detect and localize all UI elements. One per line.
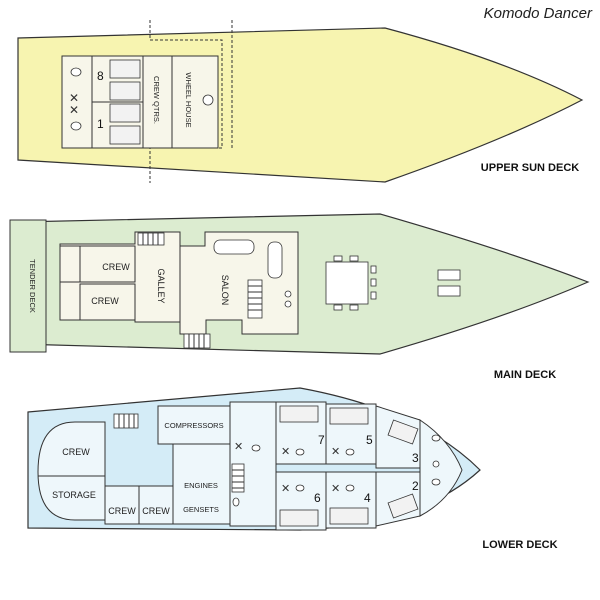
bed-icon xyxy=(279,509,319,527)
lower-deck: CREW STORAGE CREW CREW COMPRESSORS ENGIN… xyxy=(27,387,558,551)
upper-deck: ✕ ✕ 8 1 CREW QTRS. WHEEL HOUSE UPPER SUN… xyxy=(17,20,584,183)
toilet-icon xyxy=(431,478,441,486)
salon-label: SALON xyxy=(220,275,230,306)
stairs-icon xyxy=(137,232,165,246)
crew-qtrs-label: CREW QTRS. xyxy=(152,76,161,124)
toilet-icon xyxy=(295,484,305,492)
crew-bathroom xyxy=(59,245,81,283)
helm-wheel-icon xyxy=(202,94,214,106)
toilet-icon xyxy=(431,434,441,442)
sink-icon: ✕ xyxy=(281,446,290,458)
toilet-icon xyxy=(345,448,355,456)
cabin-number: 4 xyxy=(364,491,371,505)
galley-label: GALLEY xyxy=(156,268,166,303)
cabin-number: 8 xyxy=(97,69,104,83)
stairs-icon xyxy=(247,279,263,319)
hatch-icon xyxy=(437,285,461,297)
crew-label: CREW xyxy=(62,447,90,457)
crew-label: CREW xyxy=(108,506,136,516)
lower-deck-title: LOWER DECK xyxy=(482,539,557,551)
cabin-number: 7 xyxy=(318,433,325,447)
toilet-icon xyxy=(232,497,240,507)
chair-icon xyxy=(284,290,292,298)
sofa-icon xyxy=(213,239,255,255)
aft-crew-storage xyxy=(37,421,106,521)
tender-deck-label: TENDER DECK xyxy=(28,259,37,313)
gensets-label: GENSETS xyxy=(183,505,219,514)
ship-title: Komodo Dancer xyxy=(484,5,593,22)
crew-cabin xyxy=(79,283,136,321)
toilet-icon xyxy=(432,460,440,468)
toilet-icon xyxy=(251,444,261,452)
toilet-icon xyxy=(70,67,82,77)
sink-icon: ✕ xyxy=(331,446,340,458)
sink-icon: ✕ xyxy=(234,441,243,453)
crew-cabin xyxy=(138,485,174,525)
compressors-room xyxy=(157,405,231,445)
bed-icon xyxy=(387,493,419,519)
stairs-icon xyxy=(113,413,139,429)
dining-table-icon xyxy=(325,255,377,311)
cabin-number: 2 xyxy=(412,479,419,493)
cabin-number: 6 xyxy=(314,491,321,505)
bed-icon xyxy=(279,405,319,423)
bed-icon xyxy=(329,507,369,525)
wheel-house-label: WHEEL HOUSE xyxy=(184,72,193,127)
storage-label: STORAGE xyxy=(52,490,96,500)
toilet-icon xyxy=(70,121,82,131)
cabin-number: 3 xyxy=(412,451,419,465)
toilet-icon xyxy=(345,484,355,492)
main-deck-title: MAIN DECK xyxy=(494,369,556,381)
bunk-bed xyxy=(109,103,141,123)
crew-label: CREW xyxy=(142,506,170,516)
sofa-icon xyxy=(267,241,283,279)
crew-label: CREW xyxy=(102,262,130,272)
bed-icon xyxy=(329,407,369,425)
toilet-icon xyxy=(295,448,305,456)
forward-heads xyxy=(419,419,463,517)
bunk-bed xyxy=(109,81,141,101)
crew-label: CREW xyxy=(91,296,119,306)
tender-deck xyxy=(9,219,47,353)
sink-icon: ✕ xyxy=(331,483,340,495)
chair-icon xyxy=(284,300,292,308)
crew-cabin xyxy=(104,485,140,525)
sun-awning-outline xyxy=(149,20,233,183)
bed-icon xyxy=(387,419,419,445)
main-deck: TENDER DECK CREW CREW GALLEY xyxy=(9,213,590,381)
engine-room xyxy=(172,443,231,525)
stairs-icon xyxy=(183,333,211,349)
upper-deck-title: UPPER SUN DECK xyxy=(481,162,579,174)
bunk-bed xyxy=(109,125,141,145)
engines-label: ENGINES xyxy=(184,481,218,490)
stairs-icon xyxy=(231,463,245,493)
sink-icon: ✕ xyxy=(69,91,79,105)
sink-icon: ✕ xyxy=(69,103,79,117)
hatch-icon xyxy=(437,269,461,281)
compressors-label: COMPRESSORS xyxy=(164,421,223,430)
cabin-number: 5 xyxy=(366,433,373,447)
bunk-bed xyxy=(109,59,141,79)
cabin-number: 1 xyxy=(97,117,104,131)
sink-icon: ✕ xyxy=(281,483,290,495)
